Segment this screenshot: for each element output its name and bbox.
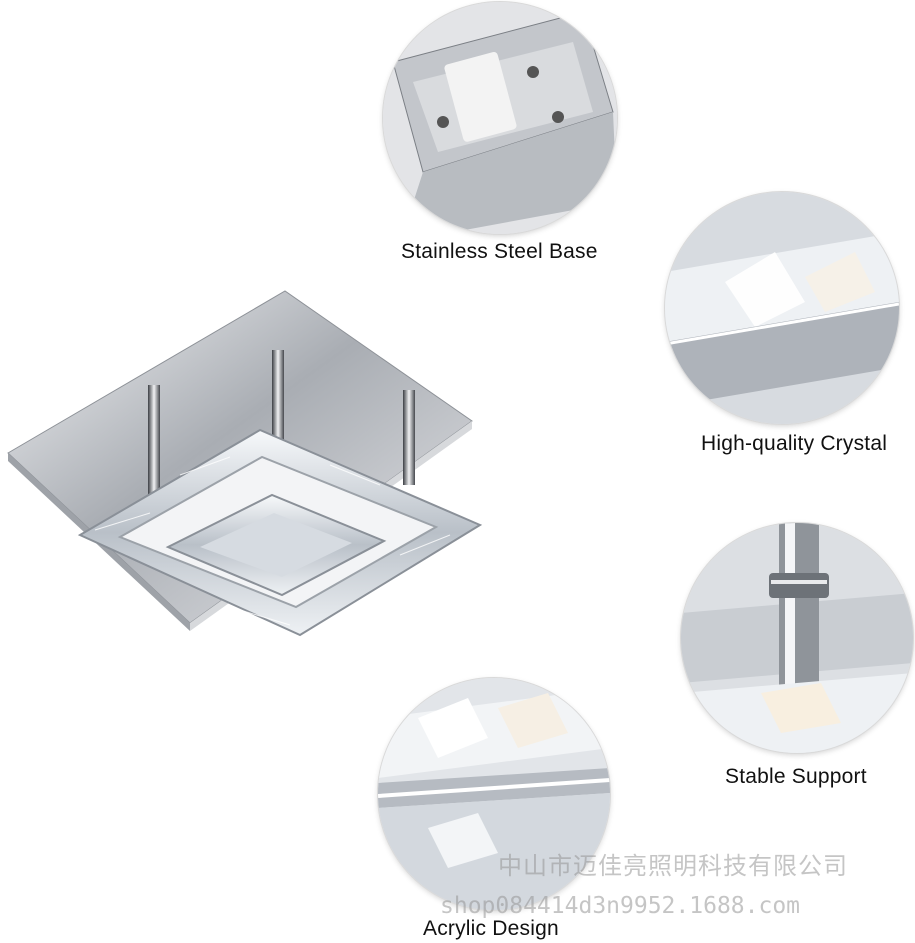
- acrylic-design-closeup: [378, 678, 610, 910]
- stable-support-closeup: [681, 523, 913, 753]
- caption-stainless-steel-base: Stainless Steel Base: [401, 240, 598, 263]
- caption-high-quality-crystal: High-quality Crystal: [701, 432, 888, 455]
- ceiling-light-illustration: [7, 290, 483, 637]
- high-quality-crystal-closeup: [665, 192, 899, 424]
- stainless-steel-base-closeup: [383, 2, 617, 234]
- watermark-url: shop084414d3n9952.1688.com: [440, 893, 801, 919]
- watermark-company: 中山市迈佳亮照明科技有限公司: [498, 852, 848, 880]
- caption-stable-support: Stable Support: [725, 765, 867, 788]
- caption-acrylic-design: Acrylic Design: [423, 917, 559, 940]
